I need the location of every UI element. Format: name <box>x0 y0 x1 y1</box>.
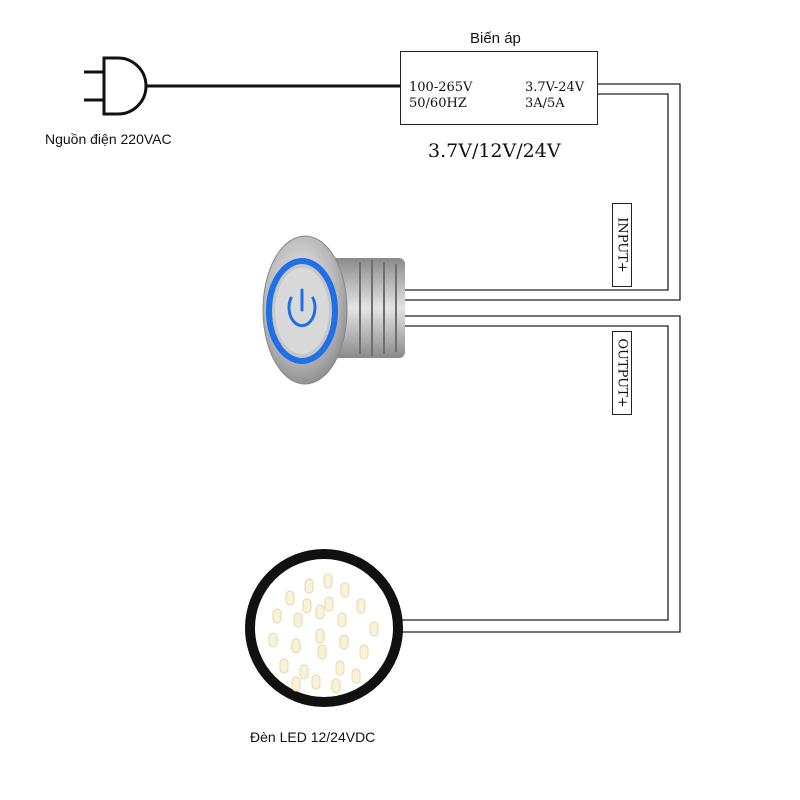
led-chip <box>340 582 350 598</box>
led-chip <box>302 598 312 614</box>
power-switch <box>262 235 405 385</box>
led-chip <box>317 644 327 660</box>
led-chip <box>331 678 341 694</box>
led-chip <box>293 612 303 628</box>
led-chip <box>369 621 379 637</box>
led-chip <box>285 590 295 606</box>
led-chip <box>315 604 325 620</box>
input-voltage: 100-265V <box>409 80 473 95</box>
voltage-options: 3.7V/12V/24V <box>428 140 561 162</box>
led-chip <box>339 634 349 650</box>
led-label: Đèn LED 12/24VDC <box>250 729 376 745</box>
led-chip <box>324 596 334 612</box>
led-chip <box>359 644 369 660</box>
transformer-title: Biến áp <box>470 30 521 47</box>
output-current: 3A/5A <box>525 96 565 111</box>
led-lamp <box>245 549 403 707</box>
output-voltage: 3.7V-24V <box>525 80 585 95</box>
transformer-to-switch-wire <box>405 83 681 301</box>
led-chip <box>311 674 321 690</box>
transformer-box <box>400 51 598 125</box>
led-chip <box>291 638 301 654</box>
led-chip <box>315 628 325 644</box>
led-chip <box>304 578 314 594</box>
plug-icon <box>84 56 148 116</box>
output-label: OUTPUT+ <box>612 331 632 415</box>
led-chip <box>291 676 301 692</box>
input-frequency: 50/60HZ <box>409 96 467 111</box>
led-chip <box>351 668 361 684</box>
led-chip <box>337 612 347 628</box>
led-chip <box>323 573 333 589</box>
led-chip <box>279 658 289 674</box>
power-source-label: Nguồn điện 220VAC <box>45 131 172 147</box>
led-chip <box>272 608 282 624</box>
power-icon <box>287 288 317 328</box>
switch-to-led-wire <box>400 315 681 633</box>
led-chip <box>268 632 278 648</box>
led-chip <box>356 598 366 614</box>
input-label: INPUT+ <box>612 203 632 287</box>
led-chip <box>299 664 309 680</box>
led-chip <box>335 660 345 676</box>
